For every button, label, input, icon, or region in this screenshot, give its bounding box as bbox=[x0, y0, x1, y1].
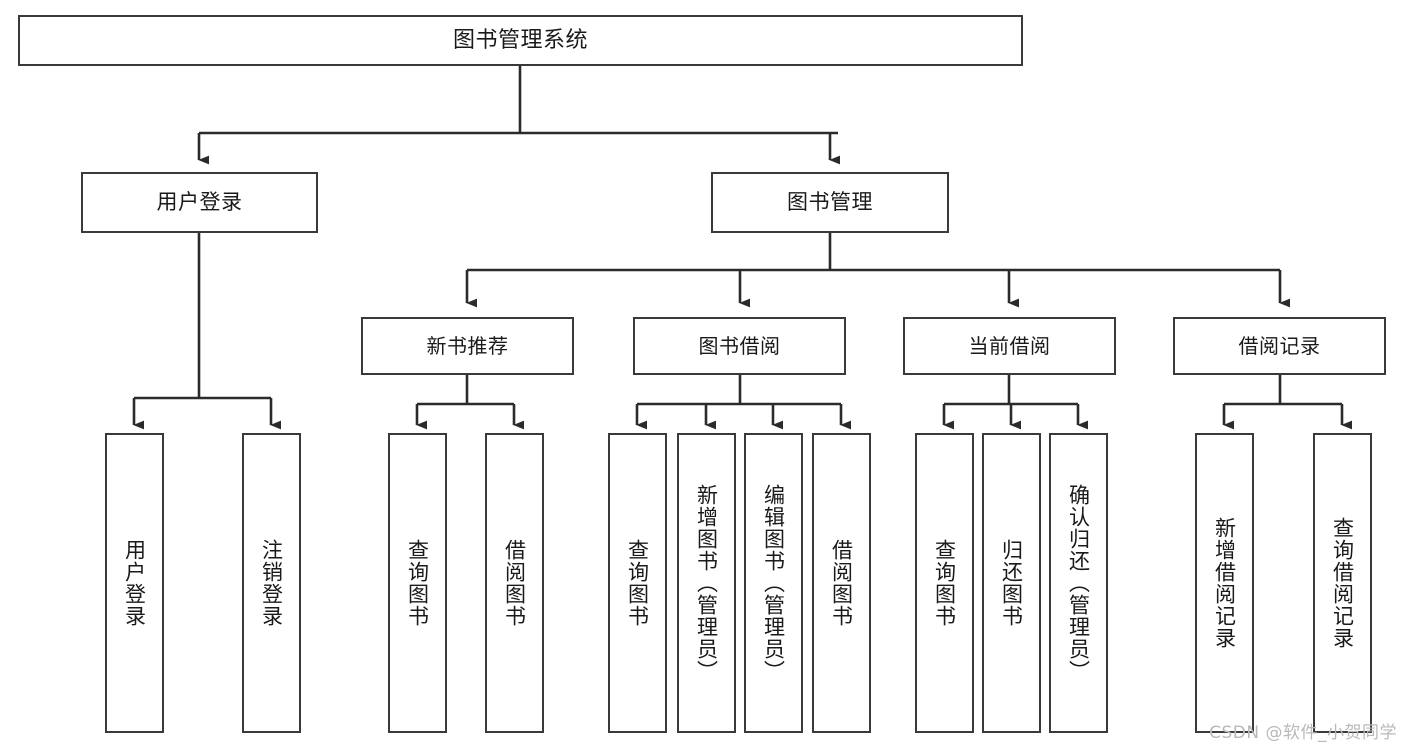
node-label: 查询图书 bbox=[405, 539, 430, 627]
node-label: 用户登录 bbox=[122, 539, 147, 627]
leaf-confirm-return-admin[interactable]: 确认归还（管理员） bbox=[1049, 433, 1108, 733]
node-label: 借阅图书 bbox=[829, 539, 854, 627]
leaf-borrow-book[interactable]: 借阅图书 bbox=[812, 433, 871, 733]
node-label: 图书管理 bbox=[787, 190, 873, 215]
node-label: 借阅记录 bbox=[1238, 333, 1321, 358]
leaf-query-borrow-record[interactable]: 查询借阅记录 bbox=[1313, 433, 1372, 733]
node-root-book-management-system[interactable]: 图书管理系统 bbox=[18, 15, 1023, 66]
node-label: 借阅图书 bbox=[502, 539, 527, 627]
watermark-text: CSDN @软件_小贺同学 bbox=[1209, 723, 1397, 743]
leaf-query-book-borrow[interactable]: 查询图书 bbox=[608, 433, 667, 733]
node-book-borrow[interactable]: 图书借阅 bbox=[633, 317, 846, 375]
node-label: 新增图书（管理员） bbox=[694, 484, 719, 682]
node-label: 图书借阅 bbox=[698, 333, 781, 358]
leaf-edit-book-admin[interactable]: 编辑图书（管理员） bbox=[744, 433, 803, 733]
node-label: 注销登录 bbox=[259, 539, 284, 627]
node-new-book-recommend[interactable]: 新书推荐 bbox=[361, 317, 574, 375]
node-label: 编辑图书（管理员） bbox=[761, 484, 786, 682]
node-label: 归还图书 bbox=[999, 539, 1024, 627]
node-label: 图书管理系统 bbox=[452, 27, 588, 53]
node-label: 查询借阅记录 bbox=[1330, 517, 1355, 649]
node-book-management[interactable]: 图书管理 bbox=[711, 172, 949, 233]
leaf-query-book-recommend[interactable]: 查询图书 bbox=[388, 433, 447, 733]
node-borrow-record[interactable]: 借阅记录 bbox=[1173, 317, 1386, 375]
node-label: 查询图书 bbox=[625, 539, 650, 627]
leaf-logout-login[interactable]: 注销登录 bbox=[242, 433, 301, 733]
leaf-user-login[interactable]: 用户登录 bbox=[105, 433, 164, 733]
leaf-add-book-admin[interactable]: 新增图书（管理员） bbox=[677, 433, 736, 733]
node-label: 新书推荐 bbox=[426, 333, 509, 358]
node-label: 确认归还（管理员） bbox=[1066, 484, 1091, 682]
leaf-add-borrow-record[interactable]: 新增借阅记录 bbox=[1195, 433, 1254, 733]
node-label: 当前借阅 bbox=[968, 333, 1051, 358]
leaf-return-book[interactable]: 归还图书 bbox=[982, 433, 1041, 733]
leaf-borrow-book-recommend[interactable]: 借阅图书 bbox=[485, 433, 544, 733]
node-current-borrow[interactable]: 当前借阅 bbox=[903, 317, 1116, 375]
node-label: 新增借阅记录 bbox=[1212, 517, 1237, 649]
node-label: 查询图书 bbox=[932, 539, 957, 627]
node-user-login[interactable]: 用户登录 bbox=[81, 172, 318, 233]
node-label: 用户登录 bbox=[156, 190, 243, 215]
leaf-query-book-current[interactable]: 查询图书 bbox=[915, 433, 974, 733]
